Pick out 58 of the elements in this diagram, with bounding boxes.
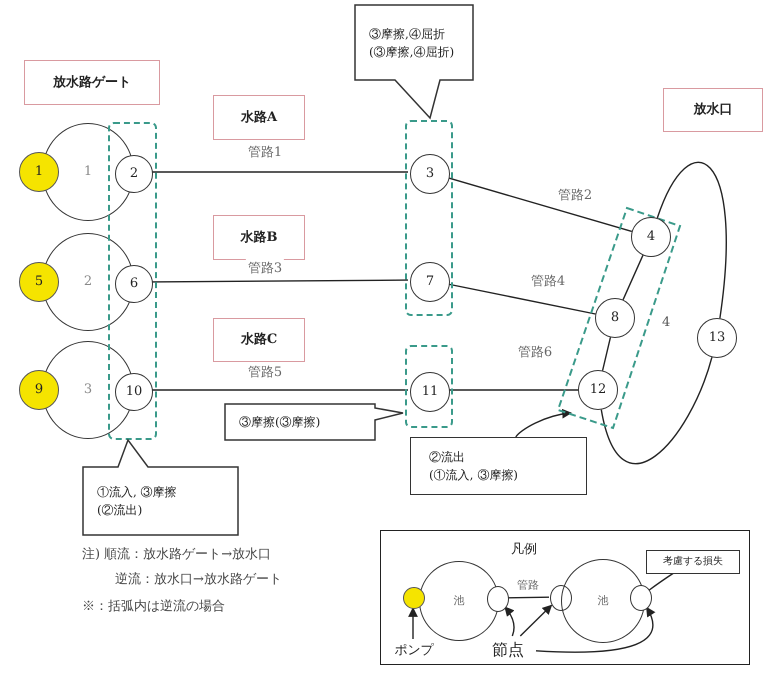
junction-circle xyxy=(630,585,652,611)
junction-circle: 4 xyxy=(631,217,671,257)
pipe-line xyxy=(151,389,408,391)
arrow xyxy=(515,409,572,438)
callout-box: 考慮する損失 xyxy=(646,550,740,574)
junction-circle: 6 xyxy=(115,265,153,303)
junction-circle: 11 xyxy=(410,372,450,412)
pump-circle xyxy=(403,587,425,609)
pipe-line xyxy=(151,171,408,173)
arrow xyxy=(536,606,656,653)
pump-circle: 5 xyxy=(19,262,59,302)
pipe-line xyxy=(508,596,549,598)
legend-box xyxy=(380,530,750,665)
arrow xyxy=(520,604,552,636)
dashed-group xyxy=(405,120,453,316)
pump-circle: 1 xyxy=(19,152,59,192)
pipe-line xyxy=(447,176,632,232)
junction-circle: 8 xyxy=(595,298,635,338)
pump-circle: 9 xyxy=(19,370,59,410)
note-text: ※：括弧内は逆流の場合 xyxy=(82,598,225,615)
pipe-line xyxy=(602,337,612,371)
pipe-line xyxy=(622,255,644,300)
callout: ③摩擦(③摩擦) xyxy=(225,404,403,440)
note-text: 逆流：放水口→放水路ゲート xyxy=(115,571,282,588)
pipe-line xyxy=(151,279,408,283)
title-box: 放水路ゲート xyxy=(24,60,160,105)
note-box: ②流出 (①流入, ③摩擦) xyxy=(410,437,587,495)
junction-circle: 7 xyxy=(410,262,450,302)
dashed-group xyxy=(405,345,453,428)
junction-circle: 2 xyxy=(115,155,153,193)
channel-box: 水路A xyxy=(213,95,305,140)
pipe-line xyxy=(448,389,578,391)
junction-circle: 12 xyxy=(578,370,618,410)
arrow xyxy=(504,606,515,636)
dashed-group xyxy=(108,122,157,440)
edge-label: 管路4 xyxy=(528,272,568,290)
channel-box: 水路C xyxy=(213,318,305,362)
legend-title: 凡例 xyxy=(511,541,537,559)
junction-circle: 10 xyxy=(115,373,153,411)
edge-label: 管路3 xyxy=(246,259,284,277)
pipe-line xyxy=(656,162,727,318)
callout: ①流入, ③摩擦 (②流出) xyxy=(83,440,238,535)
junction-circle xyxy=(550,585,572,611)
edge-label: 管路6 xyxy=(516,343,554,361)
edge-label: 管路 xyxy=(515,578,541,592)
edge-label: 管路5 xyxy=(246,363,284,381)
junction-circle: 13 xyxy=(697,318,737,358)
junction-circle: 3 xyxy=(410,154,450,194)
outlet-box: 放水口 xyxy=(663,88,763,132)
note-text: 注) 順流：放水路ゲート→放水口 xyxy=(82,546,272,563)
callout: ③摩擦,④屈折 (③摩擦,④屈折) xyxy=(355,5,473,118)
pipe-line xyxy=(600,357,713,464)
arrow xyxy=(408,607,418,639)
pump-label: ポンプ xyxy=(384,640,444,662)
pond-number: 4 xyxy=(662,315,670,330)
dashed-group xyxy=(556,206,682,430)
junction-circle xyxy=(487,586,509,612)
leader-line xyxy=(648,572,674,591)
